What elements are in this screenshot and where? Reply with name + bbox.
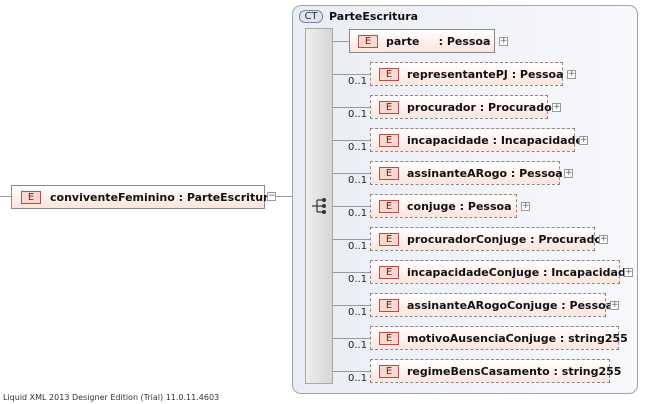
child-element-label: motivoAusenciaConjuge : string255: [407, 332, 628, 345]
occurrence-label: 0..1: [348, 175, 368, 186]
child-element-label: conjuge : Pessoa: [407, 200, 512, 213]
expand-icon[interactable]: +: [521, 201, 530, 211]
expand-icon[interactable]: +: [564, 168, 573, 178]
element-badge-icon: E: [379, 299, 399, 312]
expand-icon[interactable]: +: [567, 69, 576, 79]
occurrence-label: 0..1: [348, 76, 368, 87]
sequence-icon: [312, 198, 326, 214]
child-connector: [333, 272, 370, 273]
child-connector: [333, 206, 370, 207]
element-badge-icon: E: [379, 200, 399, 213]
expand-icon[interactable]: +: [599, 234, 608, 244]
occurrence-label: 0..1: [348, 307, 368, 318]
child-element-label: parte : Pessoa: [386, 35, 491, 48]
expand-icon[interactable]: +: [624, 267, 633, 277]
child-connector: [333, 41, 349, 42]
child-element-label: assinanteARogo : Pessoa: [407, 167, 563, 180]
complex-type-badge-icon: CT: [299, 10, 323, 23]
root-to-sequence-connector: [276, 196, 305, 197]
expand-icon[interactable]: +: [552, 102, 561, 112]
expand-icon[interactable]: +: [610, 300, 619, 310]
child-element-label: representantePJ : Pessoa: [407, 68, 564, 81]
complex-type-title: ParteEscritura: [329, 10, 419, 23]
footer-text: Liquid XML 2013 Designer Edition (Trial)…: [3, 393, 220, 402]
occurrence-label: 0..1: [348, 373, 368, 384]
element-badge-icon: E: [358, 35, 378, 48]
child-element-label: incapacidade : Incapacidade: [407, 134, 583, 147]
root-element-label: conviventeFeminino : ParteEscritura: [50, 191, 276, 204]
child-element-label: procuradorConjuge : Procurador: [407, 233, 608, 246]
element-badge-icon: E: [379, 68, 399, 81]
element-badge-icon: E: [379, 101, 399, 114]
occurrence-label: 0..1: [348, 340, 368, 351]
child-connector: [333, 173, 370, 174]
occurrence-label: 0..1: [348, 208, 368, 219]
element-badge-icon: E: [379, 134, 399, 147]
root-element-conviventeFeminino[interactable]: E conviventeFeminino : ParteEscritura: [11, 185, 276, 209]
child-connector: [333, 305, 370, 306]
element-badge-icon: E: [379, 266, 399, 279]
element-badge-icon: E: [21, 191, 41, 204]
element-badge-icon: E: [379, 365, 399, 378]
child-element-label: incapacidadeConjuge : Incapacidade: [407, 266, 634, 279]
child-connector: [333, 140, 370, 141]
occurrence-label: 0..1: [348, 109, 368, 120]
occurrence-label: 0..1: [348, 274, 368, 285]
root-left-connector: [0, 196, 11, 197]
child-element-label: regimeBensCasamento : string255: [407, 365, 622, 378]
collapse-icon[interactable]: −: [267, 191, 276, 201]
expand-icon[interactable]: +: [579, 135, 588, 145]
child-connector: [333, 74, 370, 75]
element-badge-icon: E: [379, 233, 399, 246]
expand-icon[interactable]: +: [499, 36, 508, 46]
occurrence-label: 0..1: [348, 241, 368, 252]
element-badge-icon: E: [379, 167, 399, 180]
child-connector: [333, 371, 370, 372]
child-element-label: procurador : Procurador: [407, 101, 558, 114]
occurrence-label: 0..1: [348, 142, 368, 153]
child-connector: [333, 239, 370, 240]
child-element-label: assinanteARogoConjuge : Pessoa: [407, 299, 614, 312]
element-badge-icon: E: [379, 332, 399, 345]
child-connector: [333, 338, 370, 339]
child-connector: [333, 107, 370, 108]
